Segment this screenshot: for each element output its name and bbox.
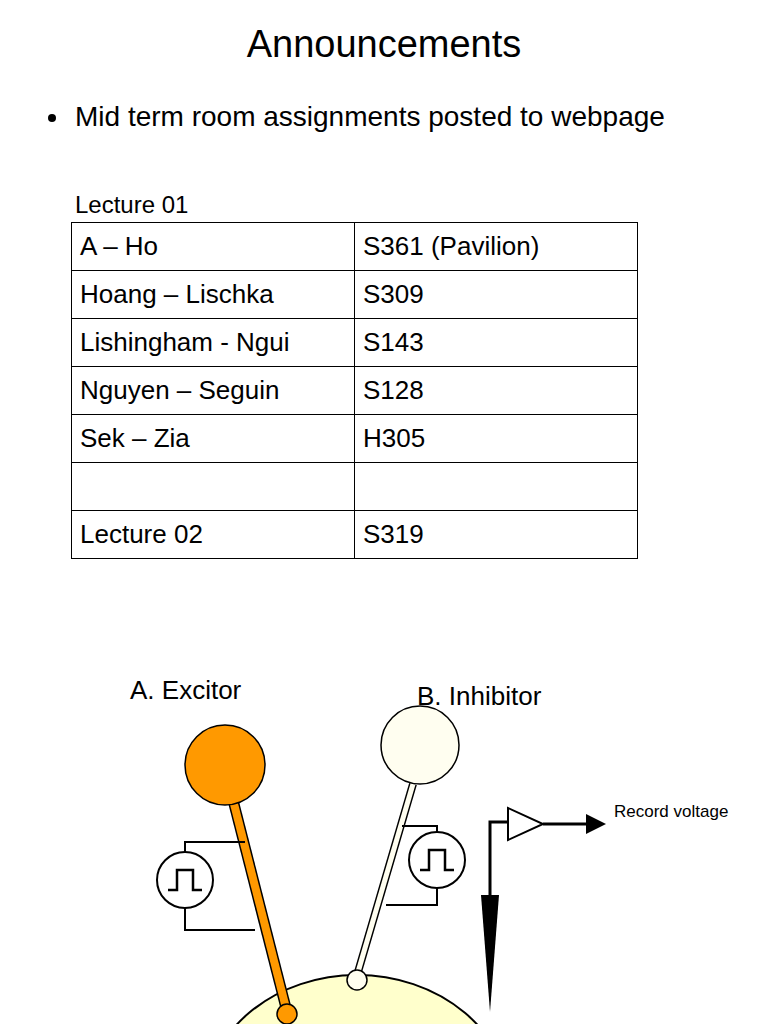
table-cell: Hoang – Lischka — [72, 271, 355, 319]
table-cell: S319 — [355, 511, 638, 559]
cell-text: S143 — [363, 327, 424, 357]
table-cell: Nguyen – Seguin — [72, 367, 355, 415]
excitor-terminal — [277, 1004, 297, 1024]
excitor-axon-outline — [233, 800, 286, 1008]
stim-wire — [402, 826, 437, 832]
soma-circle — [381, 706, 459, 784]
output-arrowhead — [586, 814, 606, 834]
cell-text: S309 — [363, 279, 424, 309]
amplifier-symbol — [508, 808, 543, 840]
stim-wire — [185, 842, 245, 852]
cell-text: S128 — [363, 375, 424, 405]
table-row: Sek – Zia H305 — [72, 415, 638, 463]
table-cell — [355, 463, 638, 511]
excitor-axon — [233, 800, 286, 1008]
cell-text: H305 — [363, 423, 425, 453]
electrode-wire — [490, 822, 508, 895]
table-cell: Lishingham - Ngui — [72, 319, 355, 367]
table-row: Hoang – Lischka S309 — [72, 271, 638, 319]
table-cell: S361 (Pavilion) — [355, 223, 638, 271]
stimulator-symbol — [157, 852, 213, 908]
neuron-label: A. Excitor — [130, 676, 241, 705]
cell-text: Sek – Zia — [80, 423, 190, 453]
pulse-symbol — [420, 850, 454, 870]
stimulator-symbol — [409, 832, 465, 888]
cell-text: Hoang – Lischka — [80, 279, 274, 309]
recording-electrode — [481, 895, 499, 1012]
soma-circle — [185, 725, 265, 805]
output-line — [543, 823, 588, 826]
neuron-soma: B. Inhibitor — [417, 682, 541, 786]
table-row: Lishingham - Ngui S143 — [72, 319, 638, 367]
neuron-soma: A. Excitor — [130, 676, 241, 807]
room-table: A – Ho S361 (Pavilion) Hoang – Lischka S309… — [71, 222, 638, 559]
inhibitor-axon — [358, 784, 413, 972]
table-cell: A – Ho — [72, 223, 355, 271]
table-cell: S128 — [355, 367, 638, 415]
cell-text: S319 — [363, 519, 424, 549]
cell-text: Lecture 02 — [80, 519, 203, 549]
table-cell: Lecture 02 — [72, 511, 355, 559]
table-caption: Lecture 01 — [75, 192, 188, 218]
inhibitor-axon-outline — [358, 784, 413, 972]
cell-text: A – Ho — [80, 231, 158, 261]
cell-text: Nguyen – Seguin — [80, 375, 279, 405]
table-cell: S143 — [355, 319, 638, 367]
table-row: Nguyen – Seguin S128 — [72, 367, 638, 415]
table-cell: S309 — [355, 271, 638, 319]
bullet-dot — [48, 114, 56, 122]
table-row — [72, 463, 638, 511]
pulse-symbol — [168, 870, 202, 890]
neuron-label: B. Inhibitor — [417, 682, 541, 711]
slide-title: Announcements — [0, 24, 768, 66]
table-cell: Sek – Zia — [72, 415, 355, 463]
output-label: Record voltage — [614, 803, 728, 822]
bullet-text: Mid term room assignments posted to webp… — [75, 101, 675, 133]
cell-text: S361 (Pavilion) — [363, 231, 539, 261]
table-row: Lecture 02 S319 — [72, 511, 638, 559]
table-cell — [72, 463, 355, 511]
table-row: A – Ho S361 (Pavilion) — [72, 223, 638, 271]
stim-wire — [386, 888, 437, 905]
stim-wire — [185, 908, 255, 930]
cell-text: Lishingham - Ngui — [80, 327, 290, 357]
table-cell: H305 — [355, 415, 638, 463]
inhibitor-terminal — [347, 970, 367, 990]
